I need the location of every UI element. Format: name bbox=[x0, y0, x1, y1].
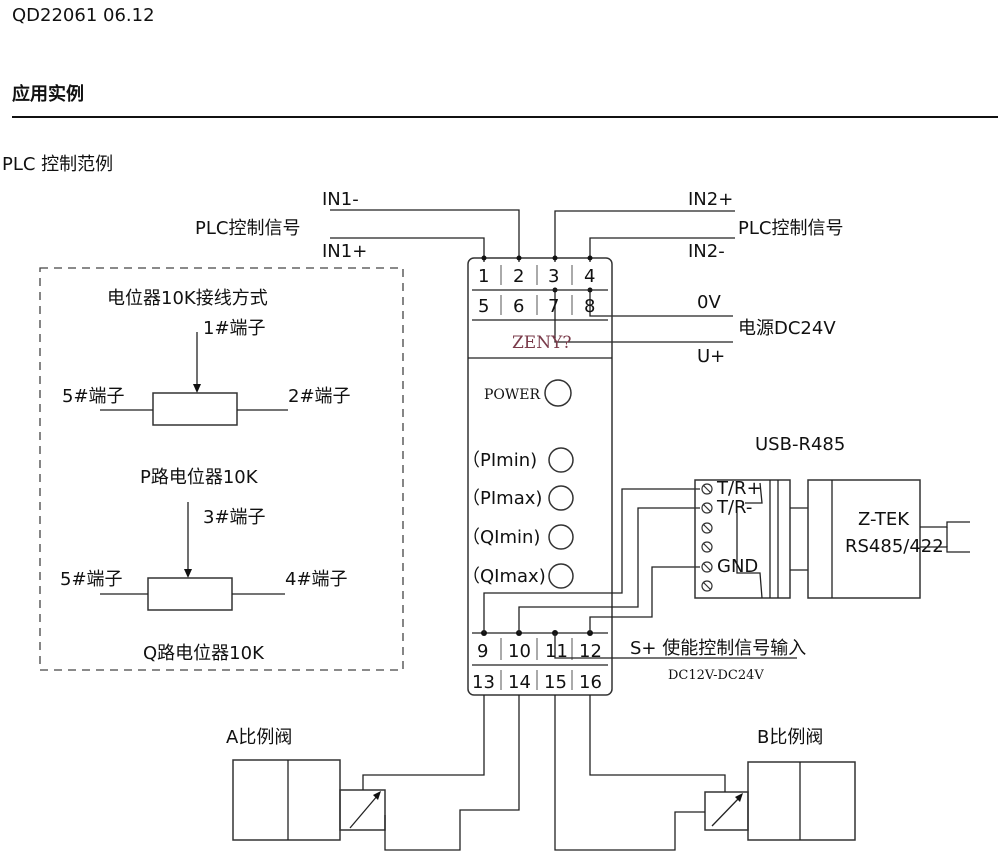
zero-v-label: 0V bbox=[697, 292, 721, 313]
indicator-qimax-label: （QImax) bbox=[462, 566, 546, 587]
enable-label: S+ 使能控制信号输入 bbox=[630, 638, 806, 659]
terminal-16: 16 bbox=[579, 672, 602, 693]
in1-plus-label: IN1+ bbox=[322, 241, 367, 262]
in2-minus-label: IN2- bbox=[688, 241, 725, 262]
valve-a: A比例阀 bbox=[226, 695, 520, 851]
controller-module: 1 2 3 4 5 6 7 8 ZENY? POWER （PImin) （PIm… bbox=[462, 255, 613, 696]
usb-rs485-converter: USB-R485 T/R+ T/R- GND Z-TEK RS485/422 bbox=[483, 434, 970, 633]
u-plus-label: U+ bbox=[697, 346, 725, 367]
terminal-12: 12 bbox=[579, 641, 602, 662]
indicator-qimin-label: （QImin) bbox=[462, 527, 540, 548]
indicator-pimin-label: （PImin) bbox=[462, 450, 537, 471]
qimin-led-icon bbox=[548, 524, 574, 550]
terminal-1: 1 bbox=[478, 266, 489, 287]
valve-b: B比例阀 bbox=[554, 695, 856, 851]
pin-tr-plus: T/R+ bbox=[716, 478, 762, 499]
enable-range: DC12V-DC24V bbox=[668, 668, 764, 683]
enable-input: S+ 使能控制信号输入 DC12V-DC24V bbox=[554, 633, 806, 683]
pimin-led-icon bbox=[548, 447, 574, 473]
supply-label: 电源DC24V bbox=[738, 318, 836, 339]
terminal-9: 9 bbox=[477, 641, 488, 662]
pot-title: 电位器10K接线方式 bbox=[107, 288, 268, 309]
power-wiring: 0V 电源DC24V U+ bbox=[552, 287, 836, 367]
terminal-14: 14 bbox=[508, 672, 531, 693]
terminal-7: 7 bbox=[548, 296, 559, 317]
power-led-icon bbox=[544, 379, 572, 407]
plc-signal-right-label: PLC控制信号 bbox=[738, 218, 843, 239]
q-left-terminal: 5#端子 bbox=[60, 569, 123, 590]
terminal-4: 4 bbox=[584, 266, 595, 287]
terminal-6: 6 bbox=[513, 296, 524, 317]
p-label: P路电位器10K bbox=[140, 467, 259, 488]
plc-signal-left-label: PLC控制信号 bbox=[195, 218, 300, 239]
q-label: Q路电位器10K bbox=[143, 643, 265, 664]
potentiometer-wiring: 电位器10K接线方式 1#端子 5#端子 2#端子 P路电位器10K 3#端子 … bbox=[39, 267, 404, 671]
converter-title: USB-R485 bbox=[755, 434, 845, 455]
indicator-pimax-label: （PImax) bbox=[462, 488, 542, 509]
p-terminal-top: 1#端子 bbox=[203, 318, 266, 339]
terminal-10: 10 bbox=[508, 641, 531, 662]
plc-inputs: IN1- PLC控制信号 IN1+ IN2+ PLC控制信号 IN2- bbox=[195, 189, 843, 262]
indicator-power-label: POWER bbox=[484, 387, 541, 403]
in2-plus-label: IN2+ bbox=[688, 189, 733, 210]
q-terminal-top: 3#端子 bbox=[203, 507, 266, 528]
converter-model: RS485/422 bbox=[845, 536, 944, 557]
pin-gnd: GND bbox=[717, 556, 758, 577]
brand-label: ZENY? bbox=[512, 333, 571, 353]
p-left-terminal: 5#端子 bbox=[62, 386, 125, 407]
doc-code: QD22061 06.12 bbox=[12, 5, 155, 26]
terminal-8: 8 bbox=[584, 296, 595, 317]
in1-minus-label: IN1- bbox=[322, 189, 359, 210]
terminal-5: 5 bbox=[478, 296, 489, 317]
terminal-13: 13 bbox=[472, 672, 495, 693]
converter-brand: Z-TEK bbox=[858, 509, 910, 530]
pin-tr-minus: T/R- bbox=[716, 497, 752, 518]
subtitle: PLC 控制范例 bbox=[2, 154, 113, 175]
valve-b-label: B比例阀 bbox=[757, 727, 823, 748]
pimax-led-icon bbox=[548, 485, 574, 511]
p-right-terminal: 2#端子 bbox=[288, 386, 351, 407]
terminal-11: 11 bbox=[545, 641, 568, 662]
terminal-2: 2 bbox=[513, 266, 524, 287]
terminal-3: 3 bbox=[548, 266, 559, 287]
terminal-15: 15 bbox=[544, 672, 567, 693]
qimax-led-icon bbox=[548, 563, 574, 589]
q-right-terminal: 4#端子 bbox=[285, 569, 348, 590]
screw-terminal-icons bbox=[701, 483, 713, 592]
valve-a-label: A比例阀 bbox=[226, 727, 292, 748]
section-title: 应用实例 bbox=[12, 83, 84, 105]
